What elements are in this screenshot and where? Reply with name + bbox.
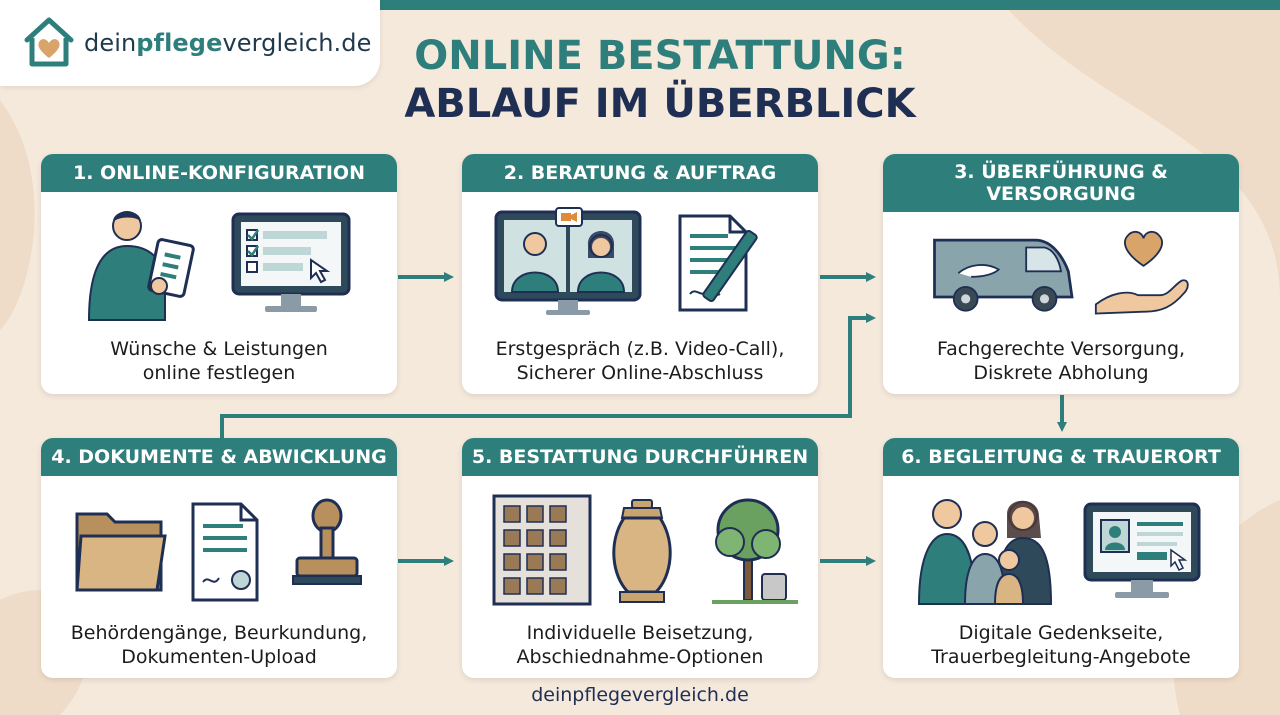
step-card-6: 6. BEGLEITUNG & TRAUERORT bbox=[883, 438, 1239, 678]
step-2-line-2: Sicherer Online-Abschluss bbox=[516, 362, 764, 384]
logo-word-dein: dein bbox=[84, 29, 137, 57]
step-title-3-line-1: 3. ÜBERFÜHRUNG & bbox=[954, 161, 1168, 183]
step-description-5: Individuelle Beisetzung, Abschiednahme-O… bbox=[462, 621, 818, 669]
certificate-icon bbox=[191, 502, 259, 602]
house-heart-icon bbox=[24, 17, 74, 67]
document-pen-icon bbox=[678, 214, 758, 312]
step-3-line-1: Fachgerechte Versorgung, bbox=[936, 338, 1186, 360]
footer-url[interactable]: deinpflegevergleich.de bbox=[531, 684, 749, 706]
step-3-line-2: Diskrete Abholung bbox=[973, 362, 1149, 384]
logo-word-vergleich: vergleich.de bbox=[222, 29, 372, 57]
heart-hand-icon bbox=[1094, 231, 1189, 315]
stamp-icon bbox=[292, 498, 362, 585]
step-illustration-2 bbox=[494, 207, 758, 315]
step-title-3: 3. ÜBERFÜHRUNG & VERSORGUNG bbox=[883, 154, 1239, 212]
step-description-1: Wünsche & Leistungen online festlegen bbox=[41, 337, 397, 385]
step-card-2: 2. BERATUNG & AUFTRAG bbox=[462, 154, 818, 394]
top-accent-bar bbox=[380, 0, 1280, 10]
step-card-4: 4. DOKUMENTE & ABWICKLUNG Behördengänge,… bbox=[41, 438, 397, 678]
columbarium-icon bbox=[492, 494, 592, 606]
step-4-line-1: Behördengänge, Beurkundung, bbox=[70, 622, 368, 644]
step-card-5: 5. BESTATTUNG DURCHFÜHREN Indi bbox=[462, 438, 818, 678]
folder-icon bbox=[75, 512, 167, 592]
step-2-line-1: Erstgespräch (z.B. Video-Call), bbox=[495, 338, 785, 360]
family-icon bbox=[917, 499, 1053, 605]
step-title-1: 1. ONLINE-KONFIGURATION bbox=[41, 154, 397, 192]
person-tablet-icon bbox=[87, 211, 195, 321]
video-call-monitor-icon bbox=[494, 207, 642, 315]
step-illustration-3 bbox=[933, 231, 1189, 315]
step-illustration-6 bbox=[917, 499, 1201, 605]
logo-word-pflege: pflege bbox=[136, 29, 223, 57]
step-title-4: 4. DOKUMENTE & ABWICKLUNG bbox=[41, 438, 397, 476]
logo-wordmark: deinpflegevergleich.de bbox=[84, 29, 371, 57]
step-description-3: Fachgerechte Versorgung, Diskrete Abholu… bbox=[883, 337, 1239, 385]
step-title-2: 2. BERATUNG & AUFTRAG bbox=[462, 154, 818, 192]
step-card-3: 3. ÜBERFÜHRUNG & VERSORGUNG Fachgerechte… bbox=[883, 154, 1239, 394]
memorial-monitor-icon bbox=[1083, 502, 1201, 598]
step-6-line-2: Trauerbegleitung-Angebote bbox=[931, 646, 1191, 668]
title-line-2: ABLAUF IM ÜBERBLICK bbox=[404, 81, 916, 127]
step-description-4: Behördengänge, Beurkundung, Dokumenten-U… bbox=[41, 621, 397, 669]
van-icon bbox=[933, 238, 1074, 312]
step-illustration-5 bbox=[492, 494, 798, 606]
step-description-6: Digitale Gedenkseite, Trauerbegleitung-A… bbox=[883, 621, 1239, 669]
step-title-3-line-2: VERSORGUNG bbox=[986, 183, 1136, 205]
step-4-line-2: Dokumenten-Upload bbox=[121, 646, 317, 668]
step-card-1: 1. ONLINE-KONFIGURATION bbox=[41, 154, 397, 394]
step-title-6: 6. BEGLEITUNG & TRAUERORT bbox=[883, 438, 1239, 476]
brand-logo[interactable]: deinpflegevergleich.de bbox=[0, 0, 380, 86]
title-line-1: ONLINE BESTATTUNG: bbox=[414, 33, 906, 79]
page-title: ONLINE BESTATTUNG: ABLAUF IM ÜBERBLICK bbox=[340, 32, 980, 128]
step-illustration-4 bbox=[75, 498, 362, 602]
step-6-line-1: Digitale Gedenkseite, bbox=[958, 622, 1164, 644]
monitor-checklist-icon bbox=[231, 212, 351, 312]
step-1-line-2: online festlegen bbox=[142, 362, 296, 384]
tree-grave-icon bbox=[712, 498, 798, 604]
step-title-5: 5. BESTATTUNG DURCHFÜHREN bbox=[462, 438, 818, 476]
step-illustration-1 bbox=[87, 211, 351, 321]
step-5-line-2: Abschiednahme-Optionen bbox=[516, 646, 764, 668]
step-description-2: Erstgespräch (z.B. Video-Call), Sicherer… bbox=[462, 337, 818, 385]
step-5-line-1: Individuelle Beisetzung, bbox=[526, 622, 754, 644]
step-1-line-1: Wünsche & Leistungen bbox=[110, 338, 328, 360]
urn-icon bbox=[612, 499, 672, 603]
